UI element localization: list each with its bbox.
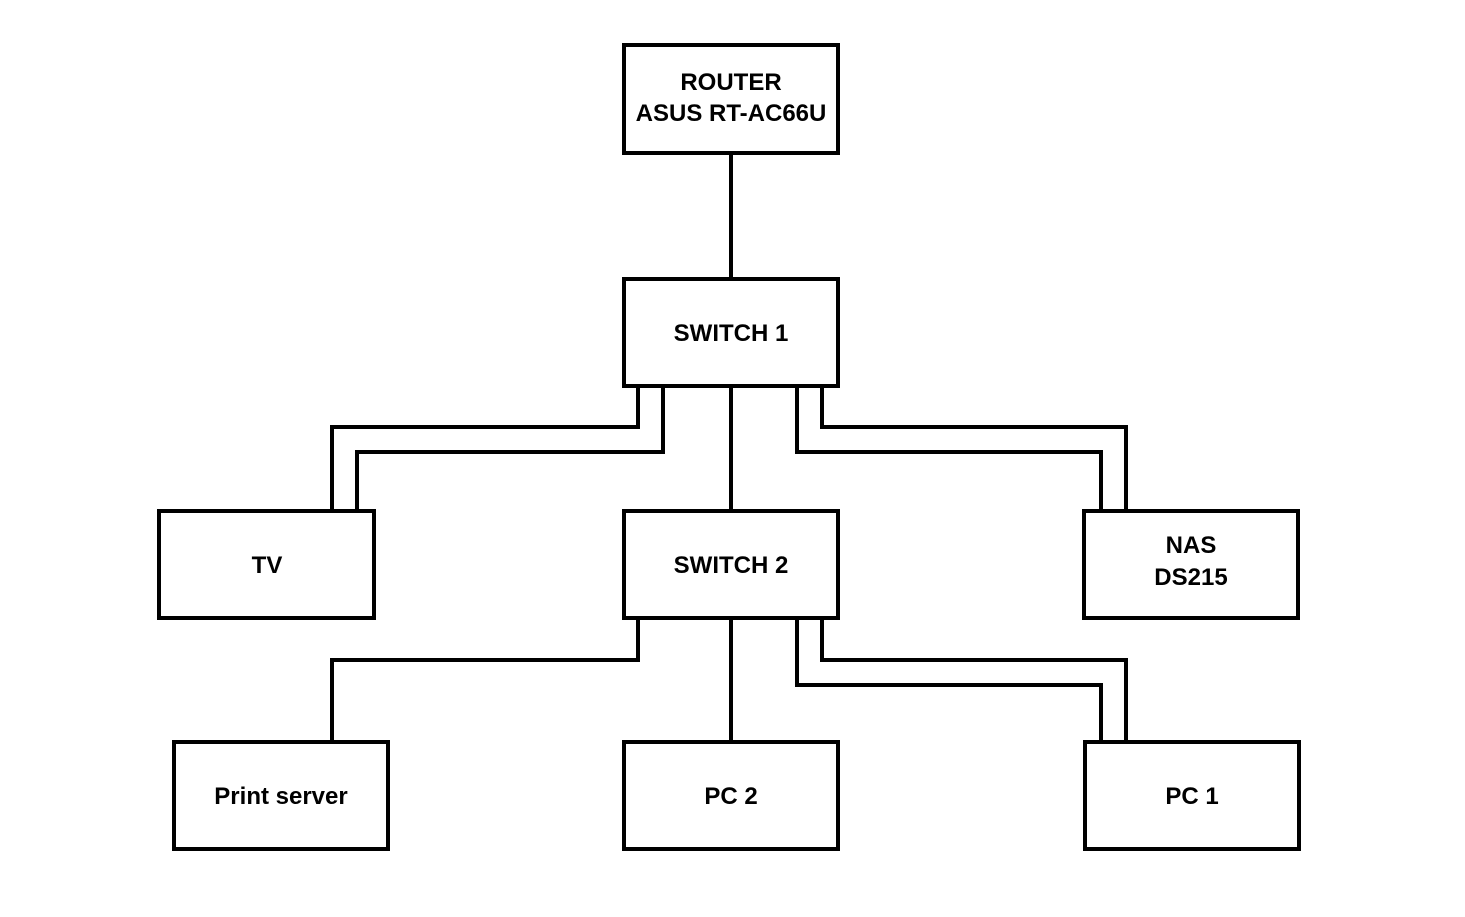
pc2-node: PC 2: [622, 740, 840, 851]
tv-box: [157, 509, 376, 620]
pc1-box: [1083, 740, 1301, 851]
router-label-line-2: ASUS RT-AC66U: [636, 100, 827, 127]
pc1-node: PC 1: [1083, 740, 1301, 851]
print-server-label: Print server: [214, 783, 347, 810]
pc2-label: PC 2: [704, 783, 757, 810]
switch2-node: SWITCH 2: [622, 509, 840, 620]
nas-box: [1082, 509, 1300, 620]
link-switch1-nas-cable-b: [795, 386, 1103, 511]
tv-node: TV: [157, 509, 376, 620]
link-switch1-tv-cable-b: [355, 386, 665, 511]
print-server-box: [172, 740, 390, 851]
switch1-label: SWITCH 1: [674, 320, 789, 347]
router-box: [622, 43, 840, 155]
router-node: ROUTER ASUS RT-AC66U: [622, 43, 840, 155]
pc2-box: [622, 740, 840, 851]
router-label-line-1: ROUTER: [680, 69, 781, 96]
tv-label: TV: [252, 552, 283, 579]
link-switch2-print-server: [330, 618, 640, 742]
connections: [330, 153, 1128, 742]
print-server-node: Print server: [172, 740, 390, 851]
switch1-node: SWITCH 1: [622, 277, 840, 388]
nas-node: NAS DS215: [1082, 509, 1300, 620]
switch1-box: [622, 277, 840, 388]
link-switch2-pc1-cable-b: [795, 618, 1103, 742]
link-switch2-pc1-cable-a: [820, 618, 1128, 742]
nas-label-line-1: NAS: [1166, 532, 1217, 559]
switch2-label: SWITCH 2: [674, 552, 789, 579]
link-switch1-nas-cable-a: [820, 386, 1128, 511]
link-switch1-tv-cable-a: [330, 386, 640, 511]
nas-label-line-2: DS215: [1154, 564, 1227, 591]
pc1-label: PC 1: [1165, 783, 1218, 810]
switch2-box: [622, 509, 840, 620]
